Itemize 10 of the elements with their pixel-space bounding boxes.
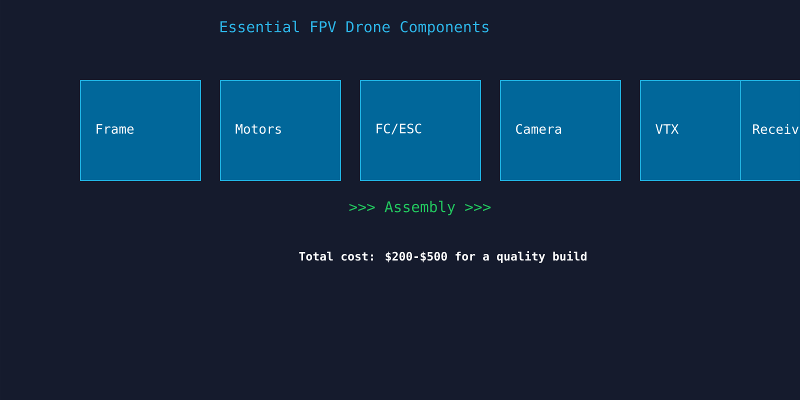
component-box: VTX xyxy=(640,80,741,181)
component-box: Motors xyxy=(220,80,341,181)
title: Essential FPV Drone Components xyxy=(220,20,488,36)
flow-label: >>> Assembly >>> xyxy=(349,200,491,216)
component-box: Camera xyxy=(500,80,621,181)
note-text: Total cost: $200-$500 for a quality build xyxy=(299,251,586,263)
component-box: Frame xyxy=(80,80,201,181)
component-box: Receiv xyxy=(740,80,800,181)
node-label: Receiv xyxy=(753,124,799,134)
component-box: FC/ESC xyxy=(360,80,481,181)
